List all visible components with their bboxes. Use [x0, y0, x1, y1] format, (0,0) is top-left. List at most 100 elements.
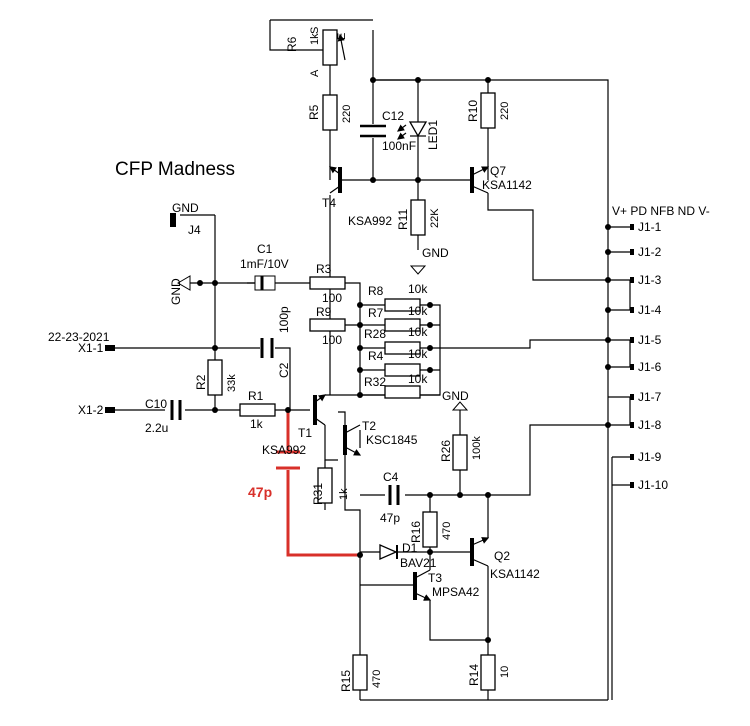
LED1-diode: LED1	[397, 120, 440, 150]
R16-value: 470	[441, 522, 453, 540]
R8-ref: R8	[368, 284, 384, 298]
R15-ref: R15	[339, 670, 353, 692]
R7-value: 10k	[408, 304, 428, 318]
gnd-label-left: GND	[169, 278, 183, 305]
R5-value: 220	[341, 105, 353, 123]
j1-4-label: J1-4	[638, 303, 662, 317]
R11-resistor: R11 22K	[396, 199, 441, 236]
j1-10-label: J1-10	[638, 478, 668, 492]
C1-ref: C1	[257, 242, 273, 256]
R3-resistor: R3 100	[309, 262, 346, 305]
R14-ref: R14	[467, 664, 481, 686]
Q2-value: KSA1142	[490, 567, 540, 581]
R28-value: 10k	[408, 325, 428, 339]
C4-ref: C4	[383, 470, 399, 484]
C12-capacitor: C12 100nF	[360, 109, 416, 153]
port-X1-2: X1-2	[78, 403, 115, 417]
R31-value: 1k	[338, 488, 350, 500]
R15-value: 470	[371, 670, 383, 688]
R15-resistor: R15 470	[339, 654, 383, 692]
schematic-title: CFP Madness	[115, 159, 235, 180]
J1-pins: J1-1 J1-2 J1-3 J1-4 J1-5 J1-6 J1-7 J1-8 …	[630, 220, 668, 492]
R3-value: 100	[322, 291, 342, 305]
R2-resistor: R2 33k	[194, 359, 238, 396]
C10-ref: C10	[145, 397, 167, 411]
gnd-symbol-left: GND	[169, 275, 191, 305]
j1-8-label: J1-8	[638, 418, 662, 432]
R4-value: 10k	[408, 347, 428, 361]
C1-value: 1mF/10V	[240, 257, 289, 271]
D1-diode: D1 BAV21	[379, 541, 437, 570]
gnd-label-r26: GND	[442, 389, 469, 403]
R31-ref: R31	[311, 483, 325, 505]
T1-transistor: T1 KSA992	[262, 394, 326, 457]
C2-capacitor: 100p C2	[260, 306, 291, 378]
R9-resistor: R9 100	[309, 305, 346, 347]
R1-value: 1k	[250, 417, 264, 431]
R6-value: 1k	[309, 33, 321, 45]
R4-resistor: R4 10k	[368, 347, 428, 377]
R6-ref: R6	[285, 36, 299, 52]
added-47p-path	[276, 410, 360, 557]
R14-value: 10	[499, 666, 511, 678]
Q2-transistor: Q2 KSA1142	[470, 537, 540, 581]
Q7-transistor: Q7 KSA1142	[470, 164, 532, 194]
T1-value: KSA992	[262, 443, 306, 457]
junctions	[197, 77, 611, 643]
R10-ref: R10	[466, 100, 480, 122]
R31-resistor: R31 1k	[311, 467, 350, 505]
R5-ref: R5	[307, 104, 321, 120]
R14-resistor: R14 10	[467, 654, 511, 691]
T3-value: MPSA42	[432, 585, 480, 599]
R2-ref: R2	[194, 374, 208, 390]
C4-capacitor: C4 47p	[380, 470, 400, 525]
R1-resistor: R1 1k	[239, 389, 276, 431]
R4-ref: R4	[368, 349, 384, 363]
T4-ref: T4	[322, 196, 336, 210]
T4-transistor: T4 KSA992	[322, 166, 392, 228]
j1-3-label: J1-3	[638, 273, 662, 287]
C4-value: 47p	[380, 511, 400, 525]
R1-ref: R1	[248, 389, 264, 403]
port-x1-1-label: X1-1	[78, 341, 104, 355]
LED1-ref: LED1	[426, 120, 440, 150]
input-date-label: 22-23-2021	[48, 330, 110, 344]
Q7-ref: Q7	[490, 164, 506, 178]
j1-2-label: J1-2	[638, 245, 662, 259]
j4-gnd-label: GND	[172, 201, 199, 215]
R7-ref: R7	[368, 306, 384, 320]
C1-capacitor: C1 1mF/10V	[240, 242, 289, 291]
added-47p-label: 47p	[248, 484, 272, 500]
R11-value: 22K	[429, 208, 441, 228]
Q2-ref: Q2	[494, 549, 510, 563]
T1-ref: T1	[298, 426, 312, 440]
R26-value: 100k	[471, 436, 483, 460]
gnd-label-r11: GND	[422, 246, 449, 260]
R16-resistor: R16 470	[409, 511, 453, 548]
C12-value: 100nF	[382, 139, 416, 153]
C10-value: 2.2u	[145, 421, 168, 435]
R9-ref: R9	[316, 305, 332, 319]
R6-pin-s: S	[309, 27, 321, 34]
T2-transistor: T2 KSC1845	[343, 419, 418, 456]
R28-resistor: R28 10k	[364, 325, 428, 355]
R8-resistor: R8 10k	[368, 282, 428, 312]
R9-value: 100	[322, 333, 342, 347]
R16-ref: R16	[409, 521, 423, 543]
D1-ref: D1	[402, 541, 418, 555]
j1-5-label: J1-5	[638, 333, 662, 347]
R32-resistor: R32 10k	[364, 372, 428, 399]
C10-capacitor: C10 2.2u	[145, 397, 182, 435]
R32-ref: R32	[364, 375, 386, 389]
C2-ref: C2	[277, 362, 291, 378]
D1-value: BAV21	[400, 556, 437, 570]
R2-value: 33k	[226, 374, 238, 392]
R11-ref: R11	[396, 209, 410, 230]
T2-ref: T2	[362, 419, 376, 433]
R3-ref: R3	[316, 262, 332, 276]
R32-value: 10k	[408, 372, 428, 386]
T4-value: KSA992	[348, 214, 392, 228]
R6-pin-e: E	[336, 33, 348, 40]
R6-pot: R6 1k A E S	[285, 27, 348, 77]
R7-resistor: R7 10k	[368, 304, 428, 332]
